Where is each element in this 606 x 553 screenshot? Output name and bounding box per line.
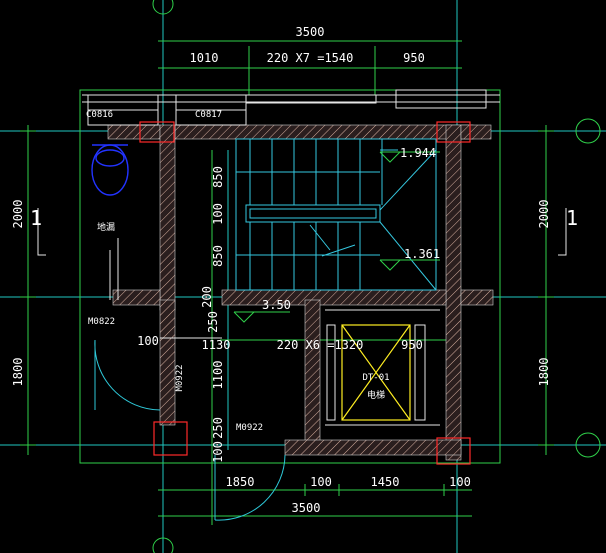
dim-left-upper: 2000 [11,200,25,229]
grid-mark-left: 1 [30,206,42,230]
elevator-label: DT-01 [362,373,389,383]
door-label-1: M0822 [88,317,115,327]
dim-inner-v-3: 850 [211,245,225,267]
staircase [235,138,437,291]
elevator [325,309,440,426]
dim-top-seg-1: 1010 [190,51,219,65]
dim-inner-v-4: 200 [200,286,214,308]
dim-mid-h-1: 100 [137,334,159,348]
doors [94,337,286,521]
window-label-1: C0816 [86,110,113,120]
windows [87,89,487,126]
elevator-sub-label: 电梯 [367,389,385,401]
dim-top-total: 3500 [296,25,325,39]
grid-mark-right: 1 [566,206,578,230]
level-3: 3.50 [262,298,291,312]
dim-inner-v-2: 100 [211,203,225,225]
dim-bottom-seg-1: 1850 [226,475,255,489]
dim-bottom-seg-2: 100 [310,475,332,489]
dim-right-lower: 1800 [537,358,551,387]
grid-bubbles [37,0,601,553]
building-outline [79,89,501,464]
walls [82,94,500,461]
toilet-fixture [91,144,129,196]
window-label-2: C0817 [195,110,222,120]
level-markers [233,151,440,323]
dim-bottom-seg-4: 100 [449,475,471,489]
door-label-3: M0922 [236,423,263,433]
dim-bottom-seg-3: 1450 [371,475,400,489]
level-2: 1.361 [404,247,440,261]
dim-mid-h-3: 220 X6 =1320 [277,338,364,352]
dim-inner-v-8: 100 [211,441,225,463]
dim-left-lower: 1800 [11,358,25,387]
dim-inner-v-7: 250 [211,417,225,439]
dim-top-seg-2: 220 X7 =1540 [267,51,354,65]
dim-mid-h-4: 950 [401,338,423,352]
dim-inner-v-1: 850 [211,166,225,188]
level-1: 1.944 [400,146,436,160]
door-label-2: M0922 [175,364,185,391]
dim-right-upper: 2000 [537,200,551,229]
fixture-label: 地漏 [97,221,115,233]
dim-inner-v-6: 1100 [211,361,225,390]
dim-top-seg-3: 950 [403,51,425,65]
dim-inner-v-5: 250 [206,311,220,333]
dim-bottom-total: 3500 [292,501,321,515]
columns [139,121,471,465]
dim-mid-h-2: 1130 [202,338,231,352]
